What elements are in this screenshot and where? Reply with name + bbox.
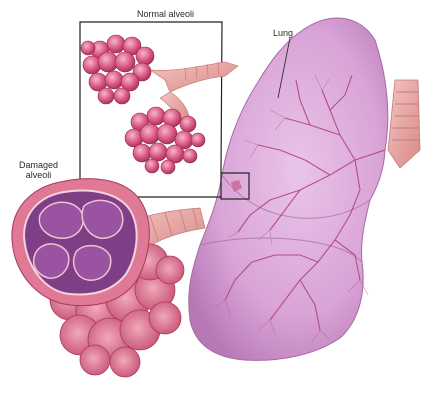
damaged-alveoli-label-line2: alveoli [19,170,58,180]
normal-alveoli-label: Normal alveoli [137,9,194,19]
trachea [388,80,420,168]
lung-label: Lung [273,28,293,38]
damaged-alveoli-label-line1: Damaged [19,160,58,170]
normal-alveoli [81,35,238,174]
damaged-alveoli-label: Damaged alveoli [19,160,58,180]
damaged-alveoli [12,179,184,377]
